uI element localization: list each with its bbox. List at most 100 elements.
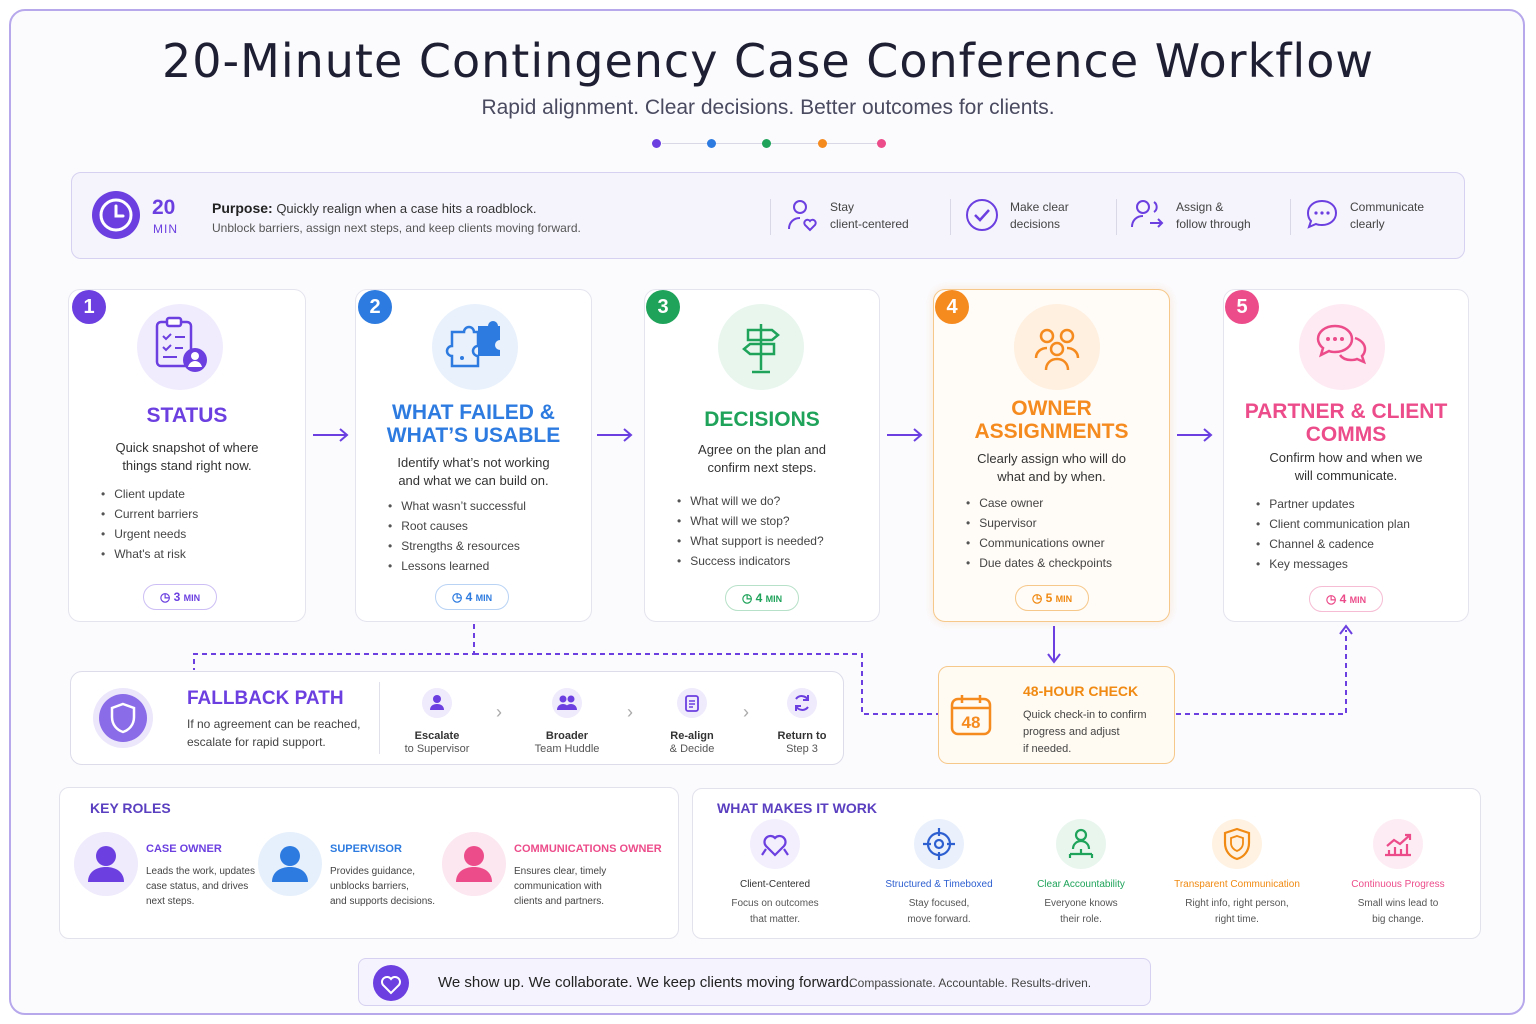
work-continuous-progress: Continuous Progress Small wins lead to b… bbox=[1323, 819, 1473, 928]
time-pill: ◷ 5 MIN bbox=[1015, 585, 1089, 611]
list-item: Communications owner bbox=[966, 533, 1112, 553]
step-title: OWNER ASSIGNMENTS bbox=[974, 397, 1129, 443]
step-title: DECISIONS bbox=[704, 408, 820, 431]
chat-bubble-icon bbox=[1304, 197, 1340, 233]
step-desc: Agree on the plan and confirm next steps… bbox=[698, 442, 826, 475]
purpose-line1: Purpose: Quickly realign when a case hit… bbox=[212, 200, 537, 216]
footer-banner: We show up. We collaborate. We keep clie… bbox=[358, 958, 1151, 1006]
fallback-step-escalate: Escalate to Supervisor bbox=[382, 688, 492, 755]
fallback-step-huddle: Broader Team Huddle bbox=[512, 688, 622, 755]
clipboard-icon bbox=[677, 688, 707, 718]
list-item: What's at risk bbox=[101, 544, 198, 564]
list-item: What support is needed? bbox=[677, 531, 823, 551]
avatar bbox=[442, 832, 506, 896]
arrow-right-icon bbox=[313, 428, 349, 442]
footer-main: We show up. We collaborate. We keep clie… bbox=[438, 974, 854, 991]
clock-icon bbox=[92, 191, 140, 239]
check-circle-icon bbox=[964, 197, 1000, 233]
refresh-icon bbox=[787, 688, 817, 718]
page-subtitle: Rapid alignment. Clear decisions. Better… bbox=[481, 96, 1055, 119]
clipboard-person-icon bbox=[137, 304, 223, 390]
list-item: Partner updates bbox=[1256, 494, 1410, 514]
list-item: Strengths & resources bbox=[388, 536, 526, 556]
target-icon bbox=[914, 819, 964, 869]
shield-icon bbox=[1212, 819, 1262, 869]
list-item: Client communication plan bbox=[1256, 514, 1410, 534]
group-icon bbox=[552, 688, 582, 718]
chart-up-icon bbox=[1373, 819, 1423, 869]
purpose-bar: 20 MIN Purpose: Quickly realign when a c… bbox=[71, 172, 1465, 259]
step-card-what-failed: 2 WHAT FAILED & WHAT’S USABLE Identify w… bbox=[355, 289, 592, 622]
roles-title: KEY ROLES bbox=[90, 800, 171, 816]
list-item: Lessons learned bbox=[388, 556, 526, 576]
dot-green bbox=[762, 139, 771, 148]
list-item: Supervisor bbox=[966, 513, 1112, 533]
svg-text:48: 48 bbox=[962, 713, 981, 732]
team-icon bbox=[1014, 304, 1100, 390]
fallback-desc: If no agreement can be reached, escalate… bbox=[187, 717, 361, 749]
chevron-right-icon: › bbox=[627, 702, 633, 722]
step-desc: Quick snapshot of where things stand rig… bbox=[115, 440, 259, 473]
step-badge: 3 bbox=[646, 290, 680, 324]
heart-handshake-icon bbox=[373, 965, 409, 1001]
person-arrow-icon bbox=[1130, 197, 1166, 233]
fallback-step-realign: Re-align & Decide bbox=[637, 688, 747, 755]
list-item: What wasn’t successful bbox=[388, 496, 526, 516]
work-client-centered: Client-Centered Focus on outcomes that m… bbox=[700, 819, 850, 928]
footer-sub: Compassionate. Accountable. Results-driv… bbox=[849, 976, 1092, 990]
page-title: 20-Minute Contingency Case Conference Wo… bbox=[162, 34, 1374, 88]
avatar bbox=[258, 832, 322, 896]
chat-bubbles-icon bbox=[1299, 304, 1385, 390]
avatar bbox=[74, 832, 138, 896]
step-title: STATUS bbox=[146, 404, 228, 427]
work-structured: Structured & Timeboxed Stay focused, mov… bbox=[864, 819, 1014, 928]
key-roles: KEY ROLES CASE OWNER Leads the work, upd… bbox=[59, 787, 679, 939]
list-item: Key messages bbox=[1256, 554, 1410, 574]
list-item: Case owner bbox=[966, 493, 1112, 513]
signpost-icon bbox=[718, 304, 804, 390]
step-card-status: 1 STATUS Quick snapshot of where things … bbox=[68, 289, 306, 622]
chevron-right-icon: › bbox=[743, 702, 749, 722]
check-desc: Quick check-in to confirm progress and a… bbox=[1023, 709, 1147, 755]
list-item: Root causes bbox=[388, 516, 526, 536]
step-card-owner-assignments: 4 OWNER ASSIGNMENTS Clearly assign who w… bbox=[933, 289, 1170, 622]
step-badge: 4 bbox=[935, 290, 969, 324]
step-list: What will we do? What will we stop? What… bbox=[677, 491, 824, 571]
arrow-right-icon bbox=[1177, 428, 1213, 442]
time-pill: ◷ 4 MIN bbox=[1309, 586, 1383, 612]
step-desc: Confirm how and when we will communicate… bbox=[1269, 450, 1423, 483]
list-item: What will we stop? bbox=[677, 511, 824, 531]
dot-purple bbox=[652, 139, 661, 148]
time-pill: ◷ 4 MIN bbox=[725, 585, 799, 611]
48-hour-check: 48 48-HOUR CHECK Quick check-in to confi… bbox=[938, 666, 1175, 764]
dot-orange bbox=[818, 139, 827, 148]
step-badge: 1 bbox=[72, 290, 106, 324]
work-transparent: Transparent Communication Right info, ri… bbox=[1162, 819, 1312, 928]
step-list: Client update Current barriers Urgent ne… bbox=[101, 484, 198, 564]
step-card-decisions: 3 DECISIONS Agree on the plan and confir… bbox=[644, 289, 880, 622]
fallback-path: FALLBACK PATH If no agreement can be rea… bbox=[70, 671, 844, 765]
step-badge: 5 bbox=[1225, 290, 1259, 324]
list-item: Client update bbox=[101, 484, 198, 504]
people-network-icon bbox=[1056, 819, 1106, 869]
list-item: Success indicators bbox=[677, 551, 824, 571]
step-list: Case owner Supervisor Communications own… bbox=[966, 493, 1112, 573]
list-item: Channel & cadence bbox=[1256, 534, 1410, 554]
step-desc: Clearly assign who will do what and by w… bbox=[977, 451, 1126, 484]
arrow-right-icon bbox=[887, 428, 923, 442]
time-pill: ◷ 4 MIN bbox=[435, 584, 509, 610]
purpose-minutes: 20 bbox=[152, 196, 176, 219]
person-heart-icon bbox=[784, 197, 820, 233]
step-title: WHAT FAILED & WHAT’S USABLE bbox=[386, 401, 561, 447]
step-list: What wasn’t successful Root causes Stren… bbox=[388, 496, 526, 576]
calendar-icon: 48 bbox=[950, 695, 992, 736]
works-title: WHAT MAKES IT WORK bbox=[717, 800, 877, 816]
list-item: What will we do? bbox=[677, 491, 824, 511]
arrow-right-icon bbox=[597, 428, 633, 442]
chevron-right-icon: › bbox=[496, 702, 502, 722]
what-makes-it-work: WHAT MAKES IT WORK Client-Centered Focus… bbox=[692, 788, 1481, 939]
shield-icon bbox=[93, 688, 153, 748]
fallback-title: FALLBACK PATH bbox=[187, 688, 344, 709]
puzzle-icon bbox=[432, 304, 518, 390]
